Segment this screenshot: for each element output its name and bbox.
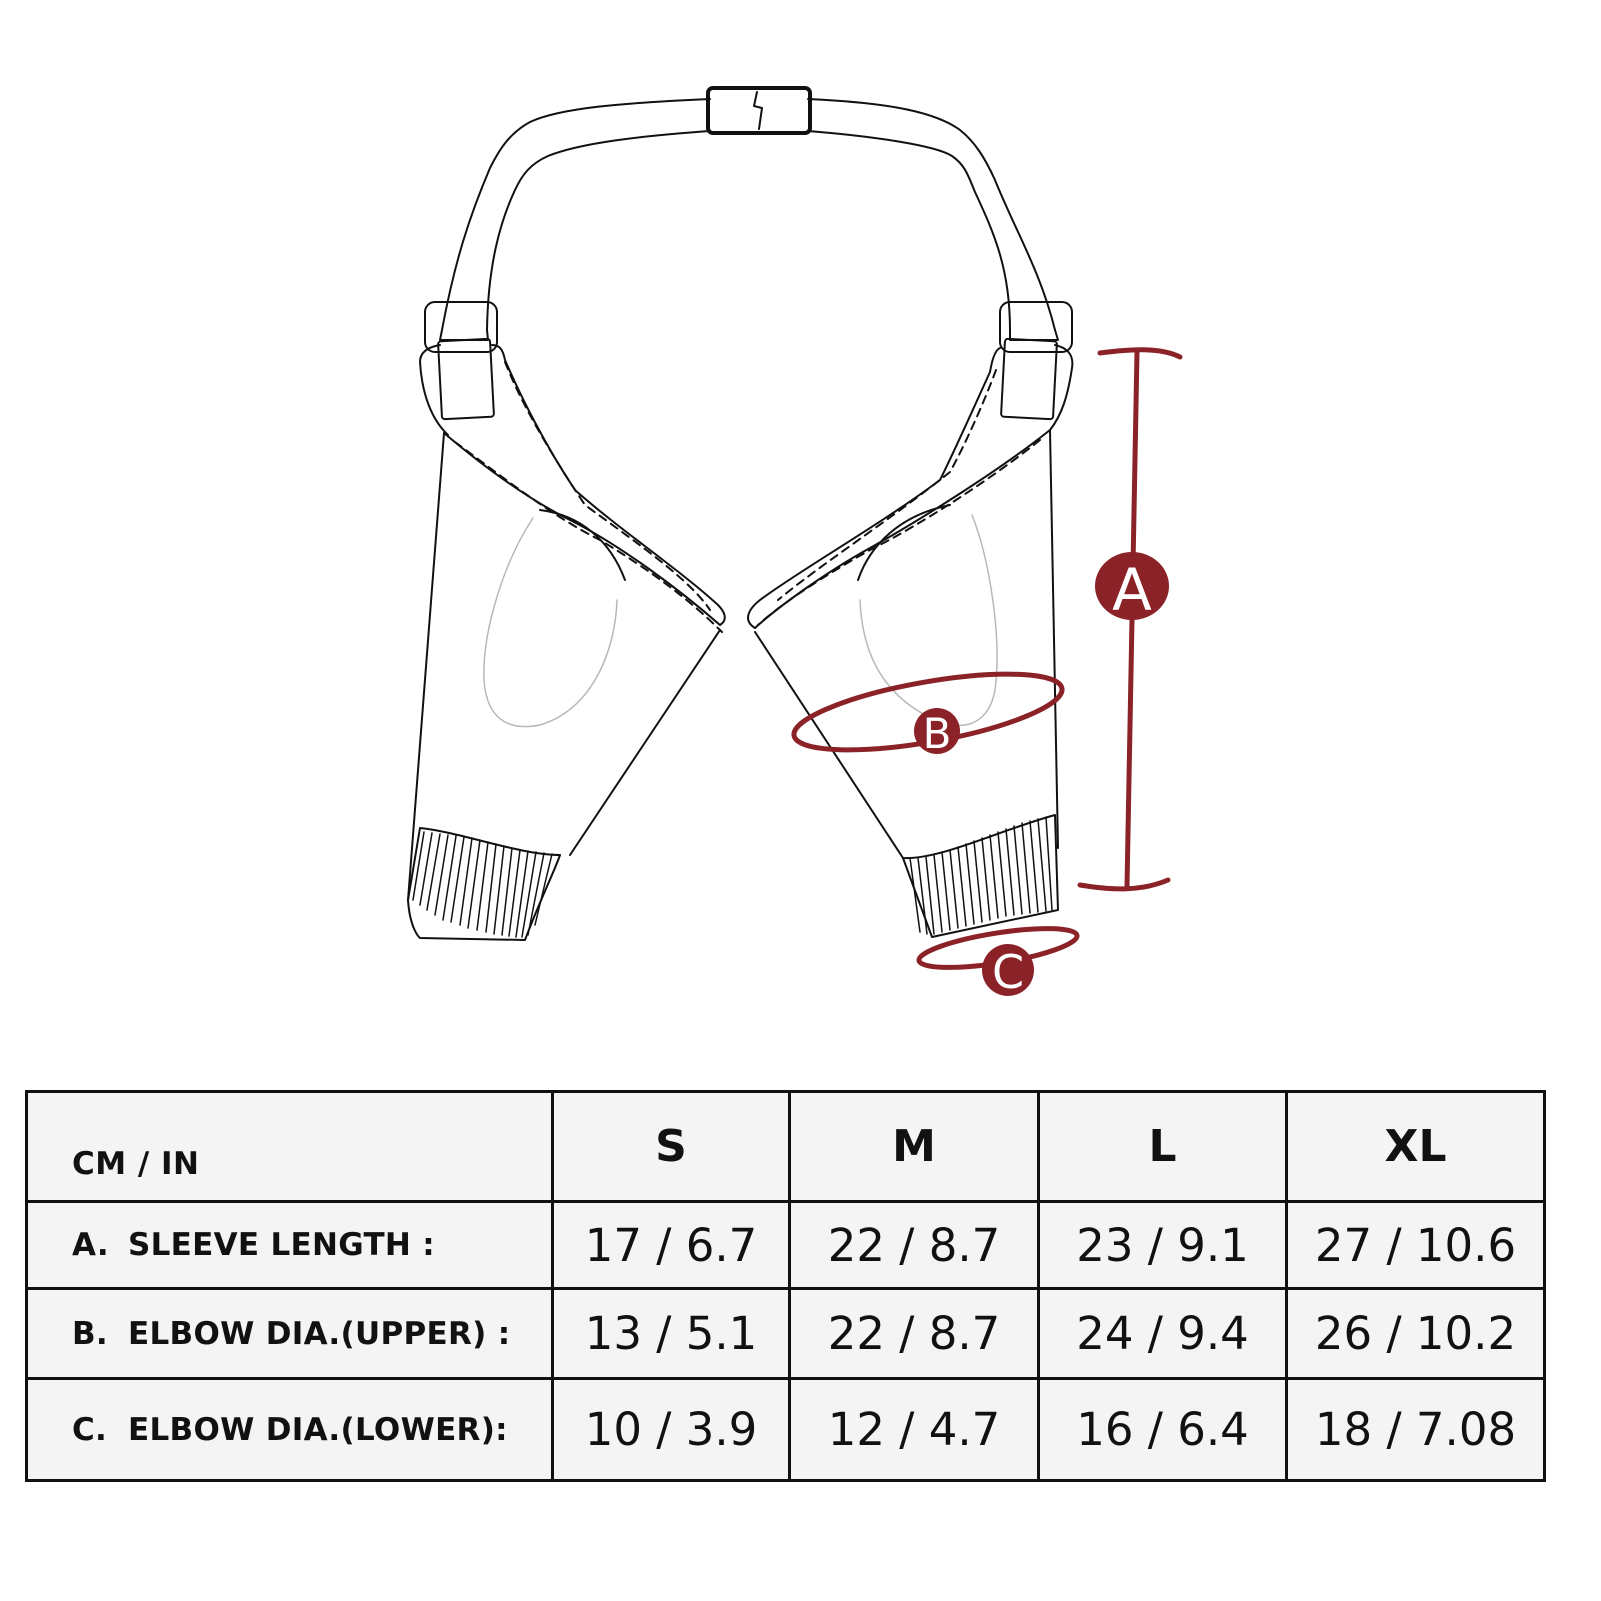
row-label: A. SLEEVE LENGTH :	[25, 1200, 554, 1290]
left-elbow-pad	[483, 517, 618, 728]
size-chart-table: CM / IN S M L XL A. SLEEVE LENGTH : 17 / …	[25, 1090, 1546, 1482]
unit-label: CM / IN	[25, 1090, 554, 1203]
value-cell: 17 / 6.7	[551, 1200, 791, 1290]
value-cell: 22 / 8.7	[788, 1287, 1040, 1380]
row-label: B. ELBOW DIA.(UPPER) :	[25, 1287, 554, 1380]
size-header-m: M	[788, 1090, 1040, 1203]
right-elbow-pad	[859, 514, 998, 727]
value-cell: 13 / 5.1	[551, 1287, 791, 1380]
table-row-elbow-lower: C. ELBOW DIA.(LOWER): 10 / 3.9 12 / 4.7 1…	[25, 1377, 1546, 1482]
table-row-elbow-upper: B.ELBOW DIA.(UPPER) : 13 / 5.1 22 / 8.7 …	[25, 1287, 1546, 1380]
svg-text:A: A	[1112, 556, 1152, 624]
value-cell: 18 / 7.08	[1285, 1377, 1546, 1482]
buckle-icon	[706, 86, 812, 135]
marker-b-elbow-upper: B	[791, 671, 1065, 758]
size-header-l: L	[1037, 1090, 1288, 1203]
marker-c-elbow-lower: C	[916, 926, 1080, 999]
value-cell: 27 / 10.6	[1285, 1200, 1546, 1290]
size-header-xl: XL	[1285, 1090, 1546, 1203]
value-cell: 23 / 9.1	[1037, 1200, 1288, 1290]
value-cell: 24 / 9.4	[1037, 1287, 1288, 1380]
value-cell: 16 / 6.4	[1037, 1377, 1288, 1482]
shoulder-strap	[441, 98, 1056, 331]
value-cell: 22 / 8.7	[788, 1200, 1040, 1290]
svg-text:C: C	[992, 945, 1024, 999]
value-cell: 10 / 3.9	[551, 1377, 791, 1482]
value-cell: 12 / 4.7	[788, 1377, 1040, 1482]
right-sleeve	[747, 301, 1074, 938]
left-sleeve	[407, 301, 726, 941]
row-label-text: ELBOW DIA.(UPPER) :	[128, 1315, 511, 1352]
table-row-sleeve-length: A. SLEEVE LENGTH : 17 / 6.7 22 / 8.7 23 /…	[25, 1200, 1546, 1290]
row-label-text: SLEEVE LENGTH :	[128, 1227, 435, 1263]
row-letter: A.	[72, 1227, 109, 1263]
row-label: C. ELBOW DIA.(LOWER):	[25, 1377, 554, 1482]
marker-a-sleeve-length: A	[1077, 347, 1183, 892]
sleeve-diagram: A B C	[407, 86, 1183, 999]
value-cell: 26 / 10.2	[1285, 1287, 1546, 1380]
size-header-s: S	[551, 1090, 791, 1203]
table-header-row: CM / IN S M L XL	[25, 1090, 1546, 1203]
row-letter: C.	[72, 1411, 108, 1448]
row-label-text: ELBOW DIA.(LOWER):	[128, 1411, 508, 1448]
svg-text:B: B	[923, 709, 952, 758]
row-letter: B.	[72, 1315, 109, 1352]
